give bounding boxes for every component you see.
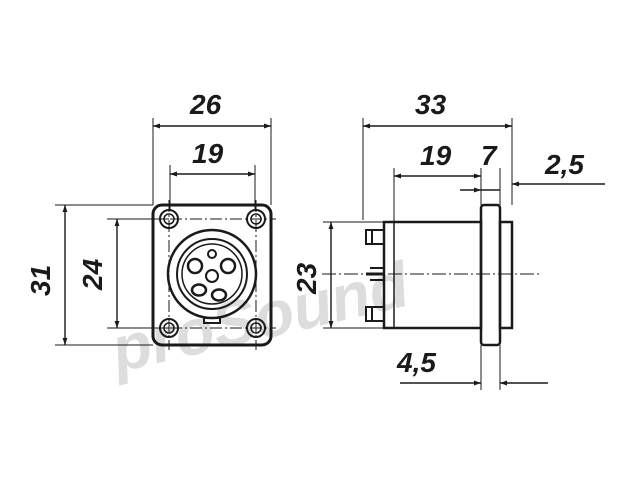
solder-tabs [365, 229, 384, 322]
dim-label-23: 23 [291, 262, 322, 295]
connector-insert [176, 238, 248, 310]
dim-label-19-side: 19 [420, 140, 452, 171]
dim-label-31: 31 [25, 265, 56, 296]
dim-label-2-5: 2,5 [544, 149, 584, 180]
front-flange-outline [151, 203, 273, 347]
connector-pin-contacts [186, 249, 237, 302]
side-flange-outline [479, 203, 502, 347]
side-view: 33 19 7 2,5 23 4,5 [291, 89, 605, 390]
side-lip-outline [498, 220, 514, 330]
dim-label-4-5: 4,5 [396, 347, 436, 378]
dim-label-26: 26 [189, 89, 222, 120]
dim-label-33: 33 [415, 89, 447, 120]
dim-label-24: 24 [77, 258, 108, 291]
front-view: 26 19 31 24 [25, 89, 276, 350]
dim-label-7: 7 [481, 140, 498, 171]
watermark-logo: proSound [103, 247, 417, 386]
dim-label-19-front: 19 [192, 138, 224, 169]
